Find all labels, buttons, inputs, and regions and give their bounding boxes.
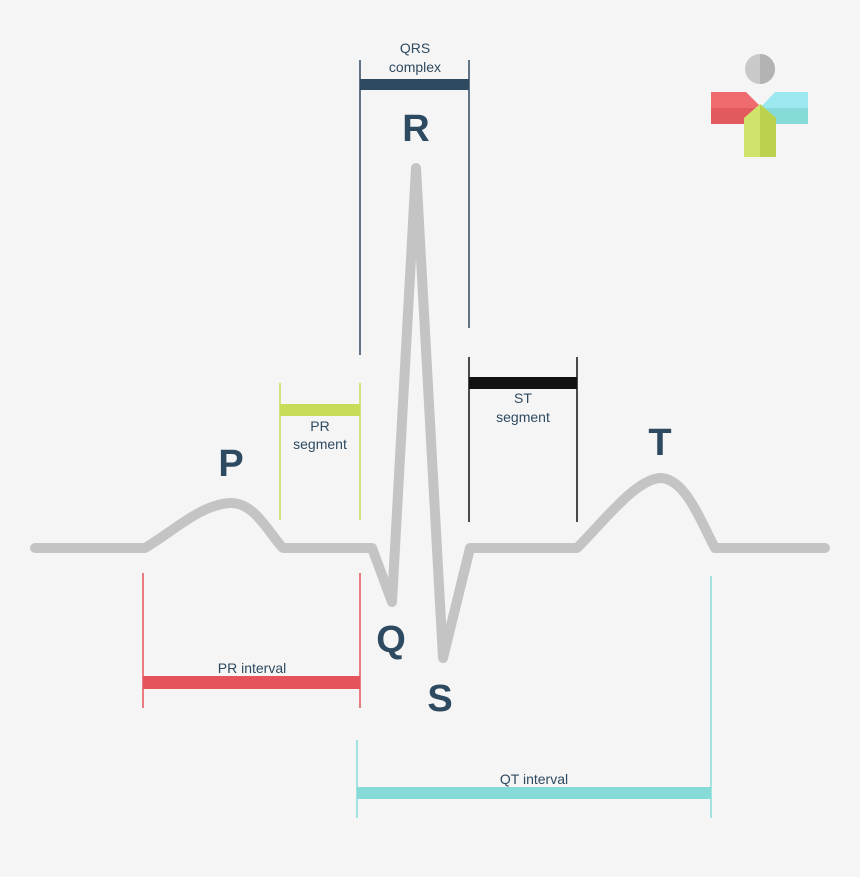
qrs-label-line2: complex xyxy=(389,59,441,75)
s-wave-label: S xyxy=(427,678,452,720)
qrs-complex-marker: QRS complex xyxy=(359,40,470,355)
medical-cross-logo-icon xyxy=(711,54,808,157)
q-wave-label: Q xyxy=(376,619,406,661)
qrs-bar xyxy=(360,79,469,90)
pr-int-bar xyxy=(143,676,360,689)
pr-interval-label: PR interval xyxy=(218,660,286,676)
qt-interval-marker: QT interval xyxy=(356,576,712,818)
pr-segment-marker: PR segment xyxy=(279,383,361,520)
qt-interval-label: QT interval xyxy=(500,771,568,787)
pr-seg-bar xyxy=(280,404,360,416)
qt-int-bar xyxy=(357,787,711,799)
st-segment-marker: ST segment xyxy=(468,357,578,522)
pr-seg-label-line2: segment xyxy=(293,436,347,452)
r-wave-label: R xyxy=(402,108,429,150)
st-seg-bar xyxy=(469,377,577,389)
st-seg-label-line1: ST xyxy=(514,390,532,406)
pr-seg-label-line1: PR xyxy=(310,418,329,434)
pr-interval-marker: PR interval xyxy=(142,573,361,708)
qrs-label-line1: QRS xyxy=(400,40,430,56)
st-seg-label-line2: segment xyxy=(496,409,550,425)
p-wave-label: P xyxy=(218,443,243,485)
t-wave-label: T xyxy=(648,422,671,464)
ecg-trace xyxy=(30,163,830,663)
